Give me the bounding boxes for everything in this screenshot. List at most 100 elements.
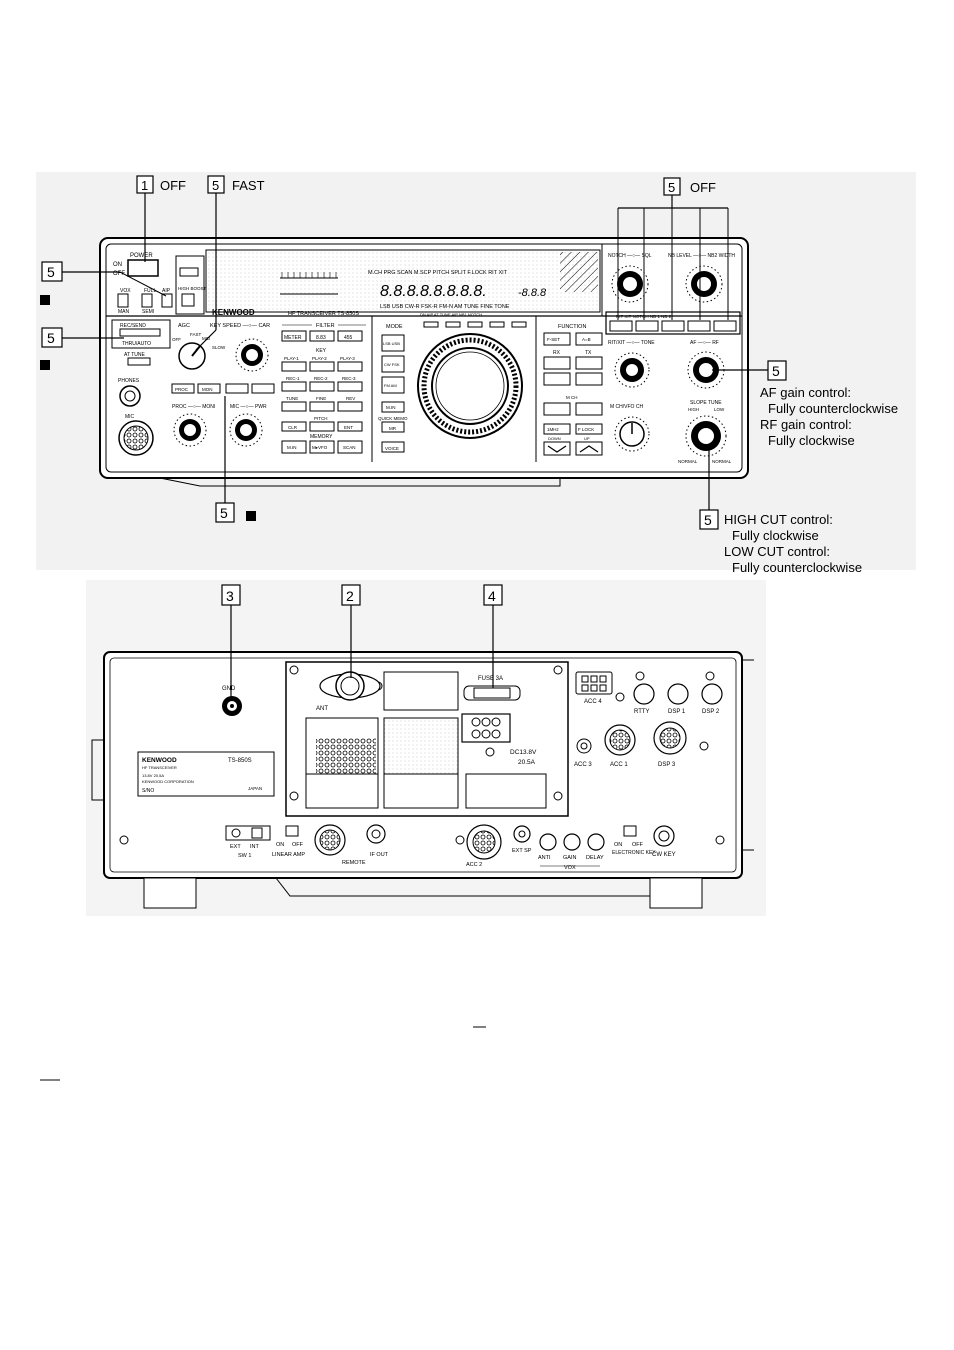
m-in-mode-button[interactable] (381, 401, 405, 413)
callout-ant: 2 (341, 584, 361, 678)
phones-jack[interactable] (119, 385, 141, 407)
key-9[interactable] (337, 401, 363, 412)
power-switch[interactable] (127, 259, 159, 277)
tx-a-button[interactable] (575, 356, 603, 370)
key-7[interactable] (281, 401, 307, 412)
agc-knob[interactable] (178, 342, 206, 370)
f-set-label: F-SET (547, 337, 560, 342)
ent-button[interactable] (337, 421, 363, 432)
filter-883-button[interactable] (309, 330, 335, 342)
cw-fsk-button[interactable] (381, 355, 405, 373)
fuse-holder[interactable] (463, 685, 521, 701)
anti-knob[interactable] (539, 833, 557, 851)
gain-knob[interactable] (563, 833, 581, 851)
dsp2-jack[interactable] (701, 683, 723, 705)
notch-sql-knob[interactable] (611, 265, 649, 303)
nameplate-sn: S/NO (142, 788, 154, 794)
key-6[interactable] (337, 381, 363, 392)
proc-knob[interactable] (173, 413, 207, 447)
acc3-jack[interactable] (576, 738, 592, 754)
full-label: FULL (144, 288, 156, 294)
rx-b-button[interactable] (543, 372, 571, 386)
down-button[interactable] (543, 441, 571, 456)
mic-connector[interactable] (118, 420, 154, 456)
vox-switch[interactable] (117, 293, 129, 308)
m-vfo-button[interactable] (309, 440, 335, 454)
m-ch-label: M CH (566, 395, 578, 400)
key-5[interactable] (309, 381, 335, 392)
acc1-connector[interactable] (604, 724, 636, 756)
nameplate-brand: KENWOOD (142, 757, 177, 764)
tx-b-button[interactable] (575, 372, 603, 386)
power-label: POWER (130, 253, 153, 259)
acc4-connector[interactable] (575, 671, 613, 695)
sw1-switch[interactable] (225, 825, 271, 841)
dc-power-connector[interactable] (461, 713, 511, 743)
m-ch-vfo-knob[interactable] (614, 416, 650, 452)
ext-sp-jack[interactable] (513, 825, 531, 843)
at-tune-button[interactable] (127, 357, 151, 366)
ssb-wide-button[interactable] (225, 383, 249, 394)
key-speed-knob[interactable] (235, 338, 269, 372)
acc2-connector[interactable] (466, 824, 502, 860)
key-1[interactable] (281, 361, 307, 372)
notch-button[interactable] (661, 320, 685, 332)
scan-button[interactable] (337, 440, 363, 454)
rec-send-button[interactable] (119, 328, 161, 337)
key-3[interactable] (337, 361, 363, 372)
f-lock-button[interactable] (575, 423, 603, 435)
xit-button[interactable] (635, 320, 659, 332)
m-in-button[interactable] (281, 440, 307, 454)
key-8[interactable] (309, 401, 335, 412)
key-2[interactable] (309, 361, 335, 372)
linear-on-label: ON (276, 842, 284, 848)
rit-button[interactable] (609, 320, 633, 332)
dsp3-connector[interactable] (653, 721, 687, 755)
full-switch[interactable] (141, 293, 153, 308)
mr-button[interactable] (381, 421, 405, 433)
linear-amp-switch[interactable] (285, 825, 299, 837)
f-set-button[interactable] (543, 332, 571, 346)
ant-label: ANT (316, 706, 328, 712)
cw-key-jack[interactable] (653, 825, 675, 847)
atu-switch[interactable] (161, 293, 173, 308)
mid-led-row (423, 321, 527, 328)
rx-label: RX (553, 350, 561, 356)
proc-label: PROC (175, 387, 189, 392)
voice-button[interactable] (381, 441, 405, 453)
fm-am-button[interactable] (381, 376, 405, 394)
mhz-button[interactable] (543, 423, 571, 435)
filter-455-button[interactable] (337, 330, 363, 342)
a-b-button[interactable] (575, 332, 603, 346)
key-0[interactable] (309, 421, 335, 432)
ssb-narrow-button[interactable] (251, 383, 275, 394)
dsp1-jack[interactable] (667, 683, 689, 705)
tx-m-button[interactable] (575, 402, 603, 416)
delay-knob[interactable] (587, 833, 605, 851)
main-tuning-knob[interactable] (417, 333, 523, 439)
clr-button[interactable] (281, 421, 307, 432)
high-cut-text: HIGH CUT control: (724, 512, 833, 527)
high-boost-switch[interactable] (179, 267, 199, 277)
meter-button[interactable] (281, 330, 307, 342)
proc-button[interactable] (171, 383, 195, 394)
linear-off-label: OFF (292, 842, 304, 848)
rx-a-button[interactable] (543, 356, 571, 370)
rit-tone-knob[interactable] (614, 352, 650, 388)
slope-tune-knob[interactable] (685, 415, 727, 457)
nb1-button[interactable] (687, 320, 711, 332)
electronic-key-switch[interactable] (623, 825, 637, 837)
rx-m-button[interactable] (543, 402, 571, 416)
remote-connector[interactable] (314, 824, 346, 856)
if-out-jack[interactable] (366, 824, 386, 844)
key-4[interactable] (281, 381, 307, 392)
mic-pwr-knob[interactable] (229, 413, 263, 447)
ant-connector[interactable] (319, 671, 381, 701)
rtty-jack[interactable] (633, 683, 655, 705)
up-button[interactable] (575, 441, 603, 456)
nb2-button[interactable] (713, 320, 737, 332)
mic-pwr-label: MIC —○— PWR (230, 404, 267, 410)
gnd-terminal[interactable] (222, 696, 242, 716)
lsb-usb-button[interactable] (381, 334, 405, 352)
mon-button[interactable] (197, 383, 221, 394)
